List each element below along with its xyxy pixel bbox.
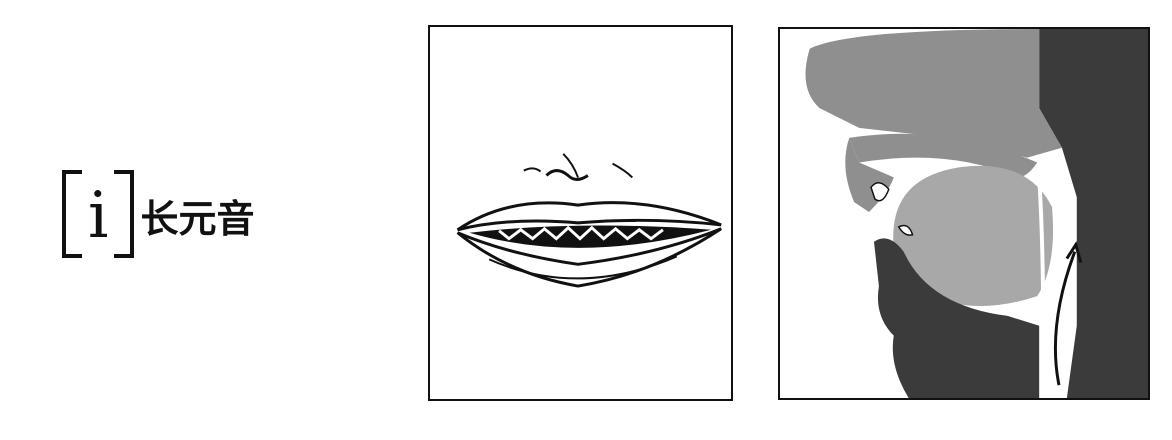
vowel-type-label: 长元音 (140, 196, 255, 241)
phoneme-label: i 长元音 (62, 168, 254, 260)
left-bracket (62, 170, 82, 258)
mouth-cross-section-panel (778, 27, 1150, 400)
mouth-cross-section (780, 29, 1148, 398)
right-bracket (114, 170, 135, 258)
phoneme-symbol: i (88, 179, 109, 253)
lips-illustration-panel (428, 25, 733, 401)
lips-illustration (456, 153, 722, 288)
